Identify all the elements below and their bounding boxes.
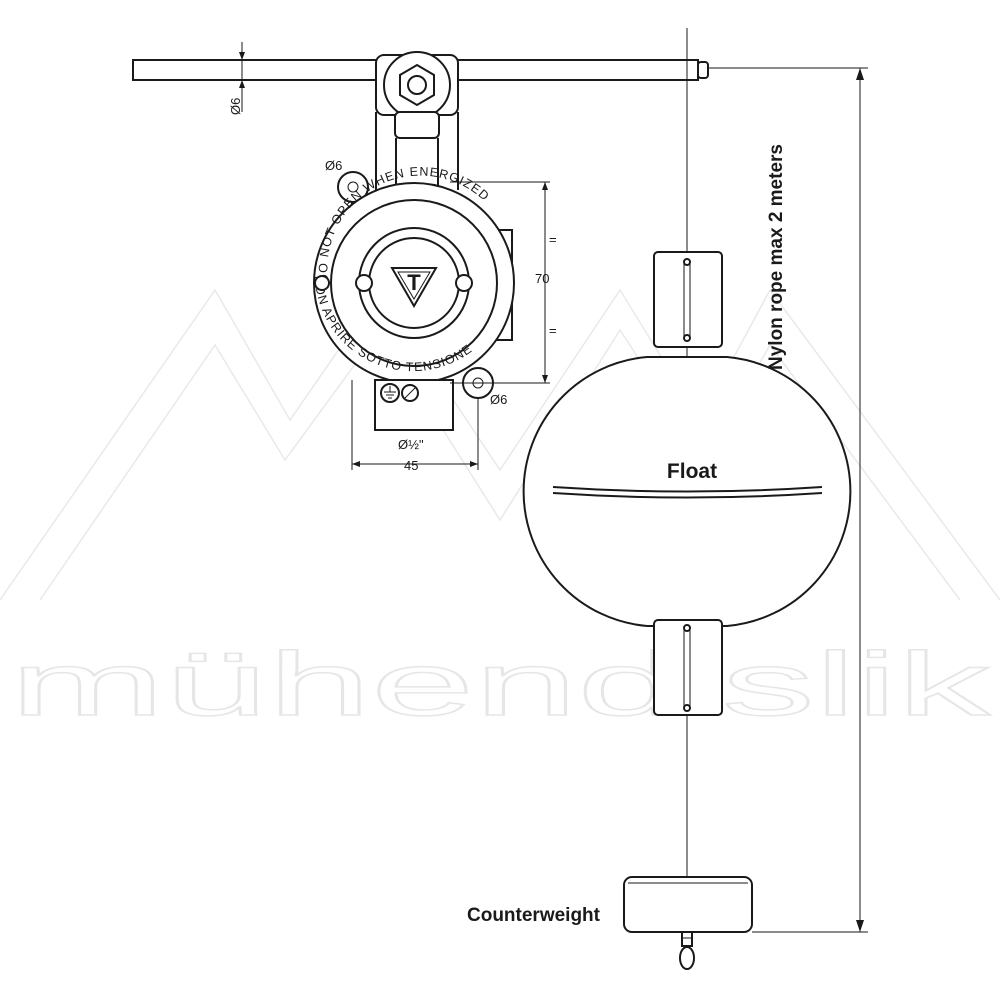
pivot-hub [375, 51, 459, 139]
mount-hole-top-label: Ø6 [325, 158, 342, 173]
width-dimension: 45 [351, 380, 479, 473]
bottom-terminal: Ø½" [374, 379, 454, 452]
rope-length-dimension: Nylon rope max 2 meters [708, 67, 868, 933]
upper-rope-clamp [653, 251, 723, 348]
logo-triangle [390, 267, 438, 308]
rope-label: Nylon rope max 2 meters [766, 144, 787, 370]
housing: T DO NOT OPEN WHEN ENERGIZED NON APRIRE … [312, 164, 515, 384]
rod-diameter-label: Ø6 [228, 98, 243, 115]
float-sphere: Float [522, 356, 852, 627]
float-label: Float [667, 460, 717, 483]
mount-hole-bottom-label: Ø6 [490, 392, 507, 407]
rod-diameter-dimension: Ø6 [228, 42, 245, 115]
width-label: 45 [404, 458, 418, 473]
counterweight-eyelet [679, 946, 695, 970]
counterweight-label: Counterweight [467, 905, 601, 926]
logo-letter: T [407, 270, 421, 295]
conduit-label: Ø½" [398, 437, 424, 452]
watermark: mühendislik [0, 288, 1000, 736]
equal-top-label: = [549, 232, 557, 247]
lower-rope-clamp [653, 619, 723, 716]
height-dimension: = 70 = [450, 181, 557, 384]
counterweight: Counterweight [467, 876, 753, 970]
equal-bottom-label: = [549, 323, 557, 338]
height-label: 70 [535, 271, 549, 286]
earth-terminal [380, 383, 400, 403]
watermark-text: mühendislik [10, 635, 992, 735]
